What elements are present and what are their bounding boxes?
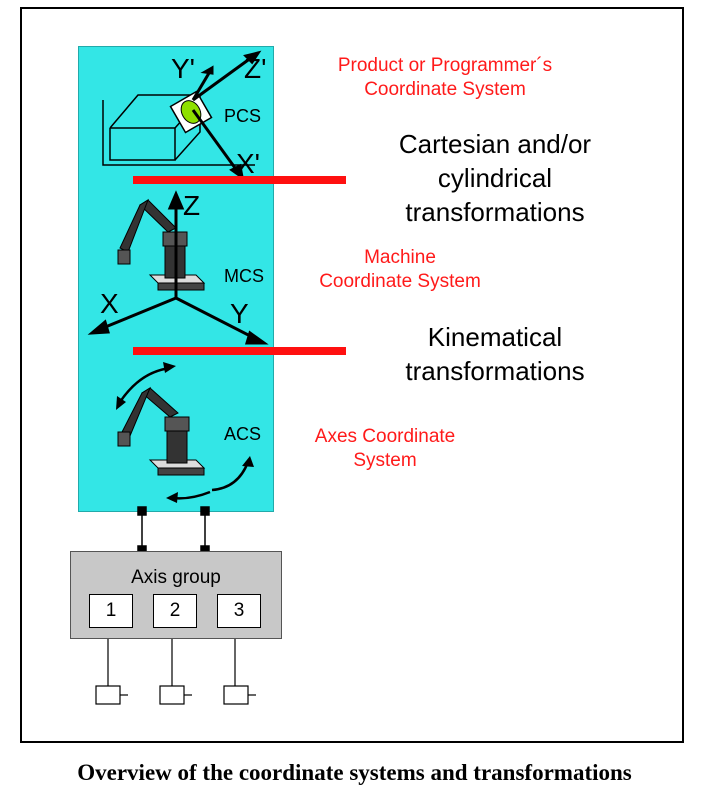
axis-box-1: 1 xyxy=(89,594,133,628)
diagram-frame xyxy=(20,7,684,743)
axis-box-2: 2 xyxy=(153,594,197,628)
mcs-axis-z-label: Z xyxy=(183,190,201,221)
motors xyxy=(95,630,256,705)
pcs-axis-y-label: Y' xyxy=(171,53,196,84)
mcs-axes xyxy=(87,190,269,345)
rotation-arrow-2 xyxy=(211,461,250,492)
pcs-axis-x-label: X' xyxy=(236,148,261,179)
pcs-workpiece xyxy=(102,94,255,166)
pcs-axis-z-label: Z' xyxy=(244,53,267,84)
axis-group-box: Axis group 1 2 3 xyxy=(70,551,282,639)
mcs-axis-y-label: Y xyxy=(230,298,249,329)
pcs-axes xyxy=(191,50,262,181)
pcs-abbrev: PCS xyxy=(224,106,262,126)
transform-bar-1 xyxy=(133,176,346,184)
mcs-abbrev: MCS xyxy=(224,266,264,286)
acs-abbrev: ACS xyxy=(224,424,262,444)
axis-box-3: 3 xyxy=(217,594,261,628)
pcs-reference-axes xyxy=(102,100,255,166)
axis-connectors xyxy=(137,506,210,555)
axis-group-title: Axis group xyxy=(131,567,221,588)
mcs-axis-x-label: X xyxy=(100,288,119,319)
acs-robot-icon xyxy=(117,386,206,476)
transform-bar-2 xyxy=(133,347,346,355)
figure-caption: Overview of the coordinate systems and t… xyxy=(77,760,632,785)
